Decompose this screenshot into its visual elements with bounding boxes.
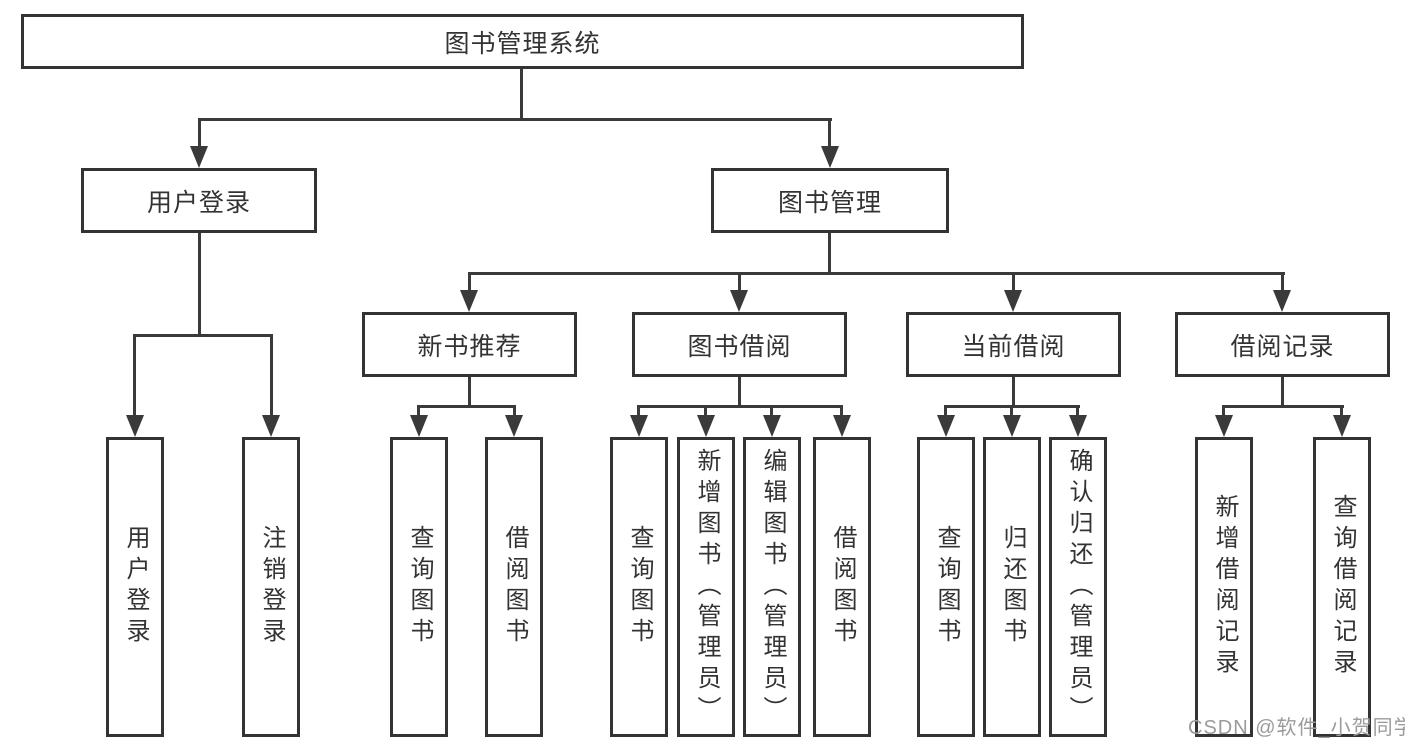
leaf-borrowing-edit-book-admin: 编辑图书（管理员） <box>743 437 801 737</box>
connector-vline <box>637 405 640 416</box>
connector-vline <box>770 405 773 416</box>
connector-vline <box>1076 405 1079 416</box>
node-label: 借阅图书 <box>501 525 528 649</box>
node-label: 查询图书 <box>406 525 433 649</box>
connector-hline <box>417 405 516 408</box>
connector-hline <box>133 334 273 337</box>
node-label: 用户登录 <box>146 188 251 217</box>
connector-vline <box>944 405 947 416</box>
node-label: 确认归还（管理员） <box>1065 447 1092 727</box>
connector-vline <box>513 405 516 416</box>
node-label: 图书借阅 <box>687 332 792 361</box>
arrow-down-icon <box>1333 415 1351 437</box>
arrow-down-icon <box>730 290 748 312</box>
node-label: 图书管理系统 <box>444 29 601 58</box>
node-label: 用户登录 <box>122 525 149 649</box>
node-new-book-recommend: 新书推荐 <box>362 312 577 377</box>
connector-vline <box>198 233 201 336</box>
node-user-login: 用户登录 <box>81 168 317 233</box>
connector-hline <box>1222 405 1344 408</box>
connector-vline <box>198 118 201 150</box>
arrow-down-icon <box>937 415 955 437</box>
connector-vline <box>1012 272 1015 291</box>
node-label: 新书推荐 <box>417 332 522 361</box>
leaf-logout: 注销登录 <box>242 437 300 737</box>
arrow-down-icon <box>1273 290 1291 312</box>
connector-vline <box>468 272 471 291</box>
node-label: 编辑图书（管理员） <box>759 447 786 727</box>
node-book-borrowing: 图书借阅 <box>632 312 847 377</box>
leaf-borrowing-query-books: 查询图书 <box>610 437 668 737</box>
connector-vline <box>704 405 707 416</box>
node-label: 借阅记录 <box>1230 332 1335 361</box>
node-label: 新增借阅记录 <box>1211 494 1238 680</box>
leaf-current-confirm-return-admin: 确认归还（管理员） <box>1049 437 1107 737</box>
connector-vline <box>738 377 741 407</box>
connector-vline <box>1340 405 1343 416</box>
node-current-borrowing: 当前借阅 <box>906 312 1121 377</box>
connector-vline <box>1010 405 1013 416</box>
arrow-down-icon <box>460 290 478 312</box>
connector-hline <box>637 405 843 408</box>
leaf-newbook-borrow-books: 借阅图书 <box>485 437 543 737</box>
arrow-down-icon <box>1003 415 1021 437</box>
node-book-management: 图书管理 <box>711 168 949 233</box>
leaf-user-login: 用户登录 <box>106 437 164 737</box>
node-label: 新增图书（管理员） <box>693 447 720 727</box>
leaf-borrowing-add-book-admin: 新增图书（管理员） <box>677 437 735 737</box>
connector-vline <box>520 69 523 121</box>
connector-vline <box>840 405 843 416</box>
arrow-down-icon <box>1215 415 1233 437</box>
leaf-current-query-books: 查询图书 <box>917 437 975 737</box>
arrow-down-icon <box>697 415 715 437</box>
arrow-down-icon <box>262 415 280 437</box>
connector-vline <box>270 334 273 416</box>
connector-vline <box>828 233 831 274</box>
node-label: 借阅图书 <box>829 525 856 649</box>
arrow-down-icon <box>763 415 781 437</box>
connector-vline <box>1012 377 1015 407</box>
node-label: 当前借阅 <box>961 332 1066 361</box>
connector-vline <box>738 272 741 291</box>
node-label: 查询借阅记录 <box>1329 494 1356 680</box>
arrow-down-icon <box>126 415 144 437</box>
arrow-down-icon <box>1069 415 1087 437</box>
arrow-down-icon <box>630 415 648 437</box>
connector-vline <box>1222 405 1225 416</box>
connector-vline <box>1281 377 1284 407</box>
arrow-down-icon <box>505 415 523 437</box>
node-label: 查询图书 <box>933 525 960 649</box>
connector-vline <box>133 334 136 416</box>
connector-hline <box>198 118 832 121</box>
connector-vline <box>828 118 831 150</box>
arrow-down-icon <box>410 415 428 437</box>
node-label: 查询图书 <box>626 525 653 649</box>
node-label: 注销登录 <box>258 525 285 649</box>
node-library-management-system: 图书管理系统 <box>21 14 1024 69</box>
arrow-down-icon <box>190 146 208 168</box>
arrow-down-icon <box>821 146 839 168</box>
connector-vline <box>468 377 471 407</box>
node-label: 归还图书 <box>999 525 1026 649</box>
leaf-newbook-query-books: 查询图书 <box>390 437 448 737</box>
leaf-records-query-record: 查询借阅记录 <box>1313 437 1371 737</box>
arrow-down-icon <box>1004 290 1022 312</box>
node-label: 图书管理 <box>777 188 882 217</box>
leaf-current-return-books: 归还图书 <box>983 437 1041 737</box>
arrow-down-icon <box>833 415 851 437</box>
csdn-watermark: CSDN @软件_小贺同学 <box>1188 717 1405 739</box>
node-borrowing-records: 借阅记录 <box>1175 312 1390 377</box>
connector-vline <box>1281 272 1284 291</box>
connector-vline <box>417 405 420 416</box>
connector-hline <box>468 272 1285 275</box>
leaf-borrowing-borrow-books: 借阅图书 <box>813 437 871 737</box>
leaf-records-add-record: 新增借阅记录 <box>1195 437 1253 737</box>
